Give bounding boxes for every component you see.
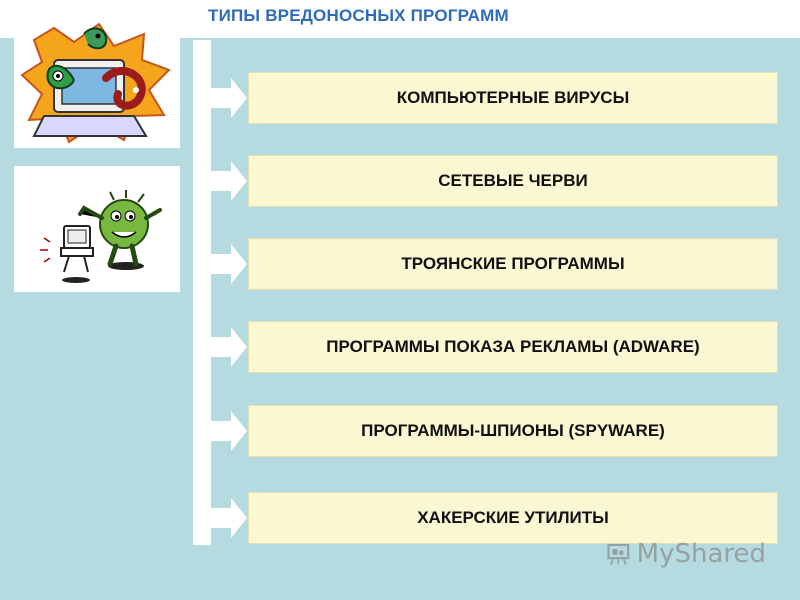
slide-title: ТИПЫ ВРЕДОНОСНЫХ ПРОГРАММ [208,6,509,25]
virus-computer-illustration [14,20,180,148]
category-box-hacker-utilities: ХАКЕРСКИЕ УТИЛИТЫ [248,492,778,544]
connector-spine [193,40,211,545]
connector-arrow-2 [209,161,247,201]
category-box-network-worms: СЕТЕВЫЕ ЧЕРВИ [248,155,778,207]
category-box-computer-viruses: КОМПЬЮТЕРНЫЕ ВИРУСЫ [248,72,778,124]
category-box-trojans: ТРОЯНСКИЕ ПРОГРАММЫ [248,238,778,290]
connector-arrow-6 [209,498,247,538]
connector-arrow-4 [209,327,247,367]
germ-monster-illustration [14,166,180,292]
connector-arrow-5 [209,411,247,451]
watermark-logo: MyShared [606,537,766,571]
category-box-adware: ПРОГРАММЫ ПОКАЗА РЕКЛАМЫ (ADWARE) [248,321,778,373]
watermark-text: MyShared [636,539,766,569]
connector-arrow-3 [209,244,247,284]
presentation-board-icon [607,543,630,565]
category-box-spyware: ПРОГРАММЫ-ШПИОНЫ (SPYWARE) [248,405,778,457]
connector-arrow-1 [209,78,247,118]
